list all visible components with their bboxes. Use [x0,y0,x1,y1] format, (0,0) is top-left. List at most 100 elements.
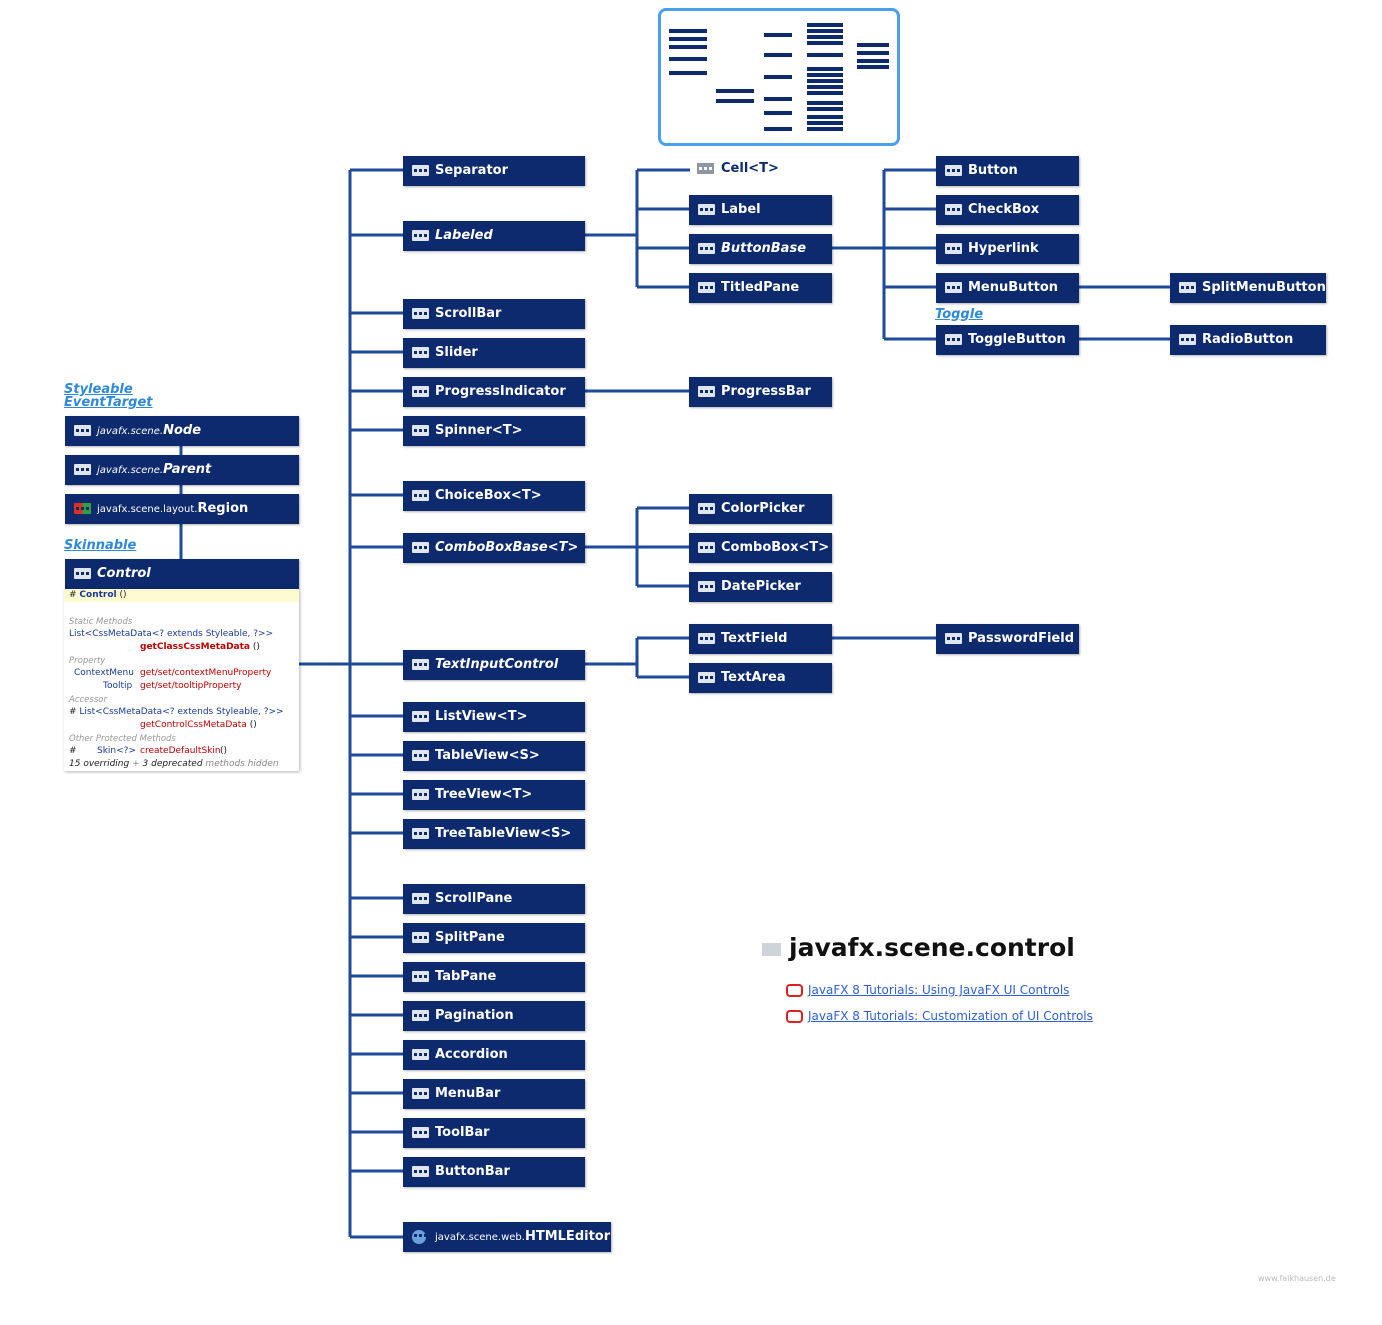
class-icon [412,932,429,943]
class-icon [698,633,715,644]
cell-label: Cell<T> [721,161,779,176]
node-class-box[interactable]: javafx.scene.Node [65,416,299,446]
static-return-type: List<CssMetaData<? extends Styleable, ?>… [69,629,274,639]
toggle-interface-link[interactable]: Toggle [935,307,984,322]
parent-name: Parent [163,462,212,477]
tooltip-property[interactable]: Tooltip [103,681,133,691]
buttonbar-class-box[interactable]: ButtonBar [403,1157,585,1187]
control-class-box[interactable]: Control [65,559,299,589]
separator-class-box[interactable]: Separator [403,156,585,186]
comboboxbase-class-box[interactable]: ComboBoxBase<T> [403,533,585,563]
tableview-label: TableView<S> [435,748,540,763]
styleable-interface-link[interactable]: Styleable [64,382,133,397]
labeled-class-box[interactable]: Labeled [403,221,585,251]
class-icon [412,542,429,553]
spinner-class-box[interactable]: Spinner<T> [403,416,585,446]
region-icon [74,503,91,514]
menubar-label: MenuBar [435,1086,501,1101]
textinputcontrol-class-box[interactable]: TextInputControl [403,650,585,680]
overview-minimap[interactable] [658,8,900,146]
titledpane-label: TitledPane [721,280,800,295]
button-label: Button [968,163,1018,178]
labeled-label: Labeled [435,228,493,243]
class-icon [412,659,429,670]
constructor-name[interactable]: Control [79,590,117,600]
createdefaultskin-method[interactable]: createDefaultSkin [140,746,221,756]
textarea-label: TextArea [721,670,786,685]
region-name: Region [197,501,249,516]
accordion-class-box[interactable]: Accordion [403,1040,585,1070]
tableview-class-box[interactable]: TableView<S> [403,741,585,771]
package-title: javafx.scene.control [762,933,1075,962]
parent-package: javafx.scene. [97,465,164,476]
label-label: Label [721,202,761,217]
scrollpane-class-box[interactable]: ScrollPane [403,884,585,914]
deprecated-count: 3 deprecated [142,759,203,769]
parent-class-box[interactable]: javafx.scene.Parent [65,455,299,485]
label-class-box[interactable]: Label [689,195,832,225]
scrollbar-class-box[interactable]: ScrollBar [403,299,585,329]
textfield-class-box[interactable]: TextField [689,624,832,654]
listview-class-box[interactable]: ListView<T> [403,702,585,732]
buttonbase-label: ButtonBase [721,241,807,256]
contextmenu-property-method[interactable]: get/set/contextMenuProperty [140,668,272,678]
tutorial-link-customization[interactable]: JavaFX 8 Tutorials: Customization of UI … [786,1009,1093,1023]
pagination-class-box[interactable]: Pagination [403,1001,585,1031]
splitpane-class-box[interactable]: SplitPane [403,923,585,953]
checkbox-class-box[interactable]: CheckBox [936,195,1079,225]
contextmenu-property[interactable]: ContextMenu [74,668,134,678]
colorpicker-class-box[interactable]: ColorPicker [689,494,832,524]
class-icon [412,308,429,319]
htmleditor-class-box[interactable]: javafx.scene.web.HTMLEditor [403,1222,611,1252]
skin-return-type: Skin<?> [97,746,136,756]
tabpane-class-box[interactable]: TabPane [403,962,585,992]
accessor-return-type: List<CssMetaData<? extends Styleable, ?>… [79,707,284,717]
radiobutton-class-box[interactable]: RadioButton [1170,325,1326,355]
class-icon [698,386,715,397]
constructor-args: () [119,590,127,600]
tutorial-link-using-controls[interactable]: JavaFX 8 Tutorials: Using JavaFX UI Cont… [786,983,1069,997]
passwordfield-class-box[interactable]: PasswordField [936,624,1079,654]
hyperlink-label: Hyperlink [968,241,1039,256]
class-icon [412,230,429,241]
cell-class-box[interactable]: Cell<T> [697,158,779,180]
progressbar-label: ProgressBar [721,384,811,399]
progressbar-class-box[interactable]: ProgressBar [689,377,832,407]
menubutton-label: MenuButton [968,280,1059,295]
titledpane-class-box[interactable]: TitledPane [689,273,832,303]
class-icon [698,542,715,553]
class-icon [1179,334,1196,345]
class-icon [945,204,962,215]
region-class-box[interactable]: javafx.scene.layout.Region [65,494,299,524]
textarea-class-box[interactable]: TextArea [689,663,832,693]
class-icon [412,1088,429,1099]
combobox-class-box[interactable]: ComboBox<T> [689,533,832,563]
treeview-class-box[interactable]: TreeView<T> [403,780,585,810]
buttonbase-class-box[interactable]: ButtonBase [689,234,832,264]
datepicker-class-box[interactable]: DatePicker [689,572,832,602]
slider-class-box[interactable]: Slider [403,338,585,368]
static-methods-heading: Static Methods [69,617,133,627]
class-icon [945,633,962,644]
menubar-class-box[interactable]: MenuBar [403,1079,585,1109]
toolbar-class-box[interactable]: ToolBar [403,1118,585,1148]
hyperlink-class-box[interactable]: Hyperlink [936,234,1079,264]
button-class-box[interactable]: Button [936,156,1079,186]
tooltip-property-method[interactable]: get/set/tooltipProperty [140,681,242,691]
menubutton-class-box[interactable]: MenuButton [936,273,1079,303]
site-credit[interactable]: www.falkhausen.de [1258,1274,1336,1283]
choicebox-class-box[interactable]: ChoiceBox<T> [403,481,585,511]
eventtarget-interface-link[interactable]: EventTarget [64,395,153,410]
togglebutton-class-box[interactable]: ToggleButton [936,325,1079,355]
htmleditor-package: javafx.scene.web. [435,1232,525,1243]
getclasscssmetadata-method[interactable]: getClassCssMetaData [140,642,250,652]
progressindicator-class-box[interactable]: ProgressIndicator [403,377,585,407]
skinnable-interface-link[interactable]: Skinnable [64,538,137,553]
method-args: () [249,720,257,730]
link-text: JavaFX 8 Tutorials: Customization of UI … [808,1009,1093,1023]
scrollbar-label: ScrollBar [435,306,502,321]
getcontrolcssmetadata-method[interactable]: getControlCssMetaData [140,720,247,730]
treetableview-class-box[interactable]: TreeTableView<S> [403,819,585,849]
splitmenubutton-class-box[interactable]: SplitMenuButton [1170,273,1326,303]
